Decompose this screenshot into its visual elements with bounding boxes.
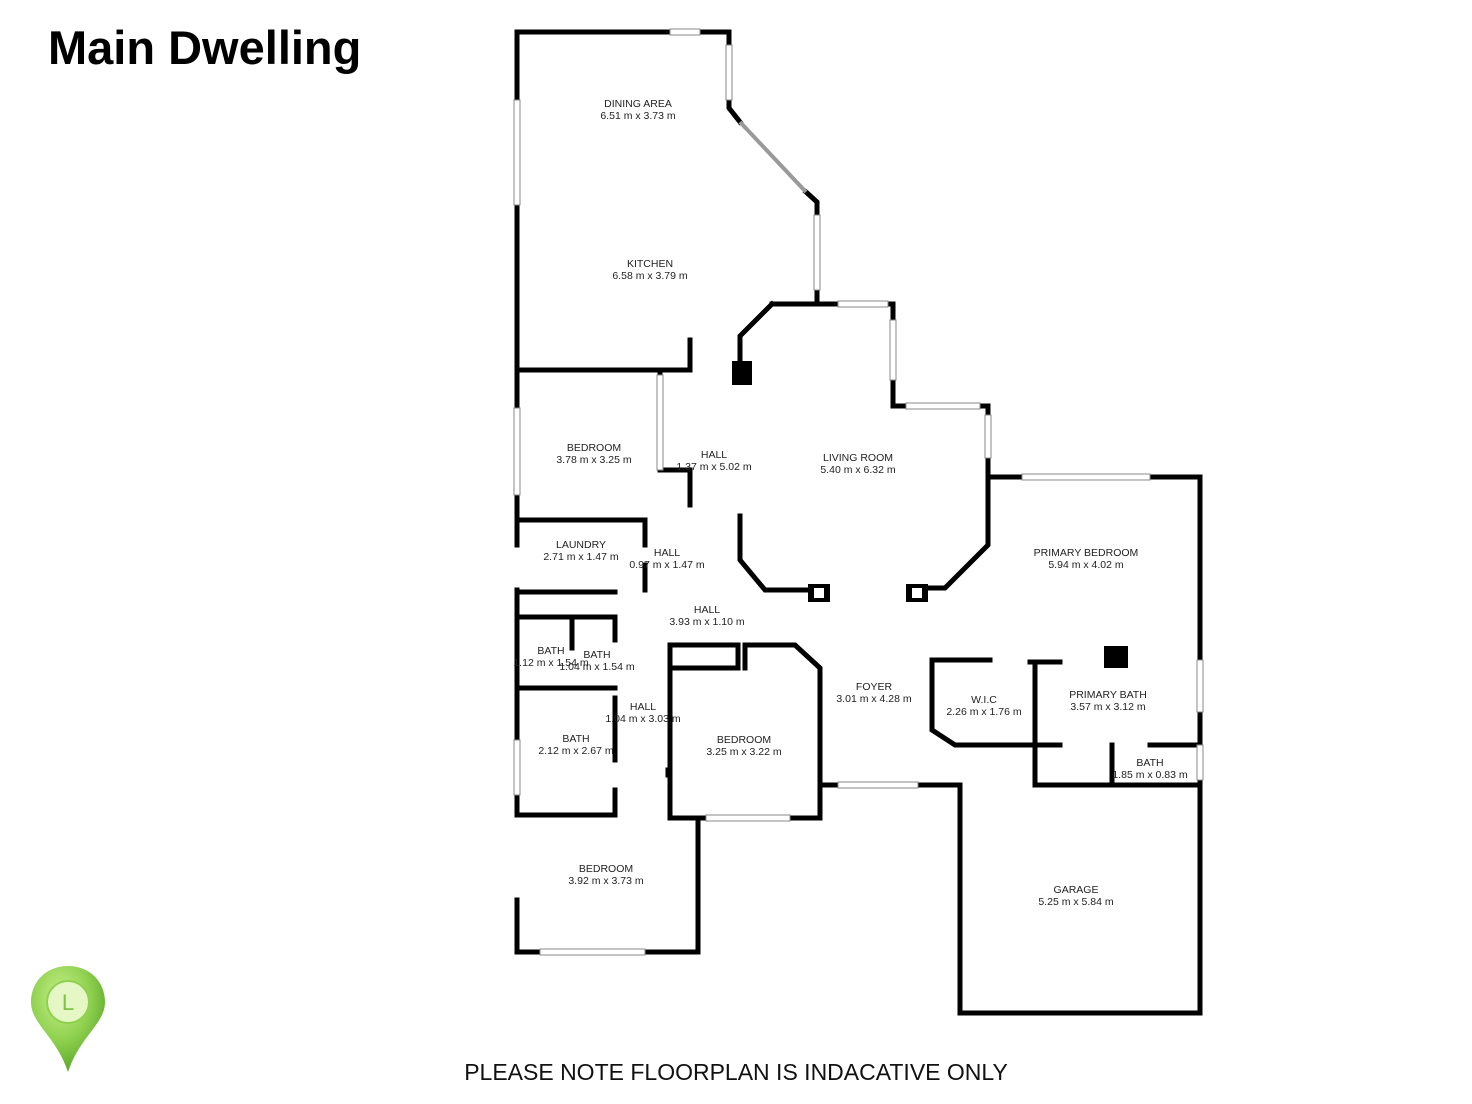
room-name: HALL	[701, 449, 727, 461]
room-name: HALL	[630, 701, 656, 713]
fireplace	[732, 361, 752, 385]
footer-note: PLEASE NOTE FLOORPLAN IS INDACATIVE ONLY	[464, 1059, 1008, 1085]
room-dims: 5.94 m x 4.02 m	[1048, 559, 1124, 571]
room-name: LAUNDRY	[556, 539, 606, 551]
room-dims: 6.51 m x 3.73 m	[600, 110, 676, 122]
room-name: HALL	[654, 547, 680, 559]
room-name: PRIMARY BATH	[1069, 689, 1147, 701]
room-dims: 1.04 m x 3.03 m	[605, 713, 681, 725]
room-name: BEDROOM	[717, 734, 771, 746]
room-name: GARAGE	[1054, 884, 1099, 896]
room-name: BATH	[537, 645, 564, 657]
room-dims: 0.97 m x 1.47 m	[629, 559, 705, 571]
room-dims: 5.25 m x 5.84 m	[1038, 896, 1114, 908]
room-name: PRIMARY BEDROOM	[1034, 547, 1139, 559]
room-dims: 3.78 m x 3.25 m	[556, 454, 632, 466]
room-name: BATH	[562, 733, 589, 745]
room-label: W.I.C2.26 m x 1.76 m	[946, 694, 1022, 718]
column	[912, 588, 922, 598]
page-title: Main Dwelling	[48, 21, 362, 74]
room-name: KITCHEN	[627, 258, 673, 270]
room-name: DINING AREA	[604, 98, 672, 110]
room-dims: 3.93 m x 1.10 m	[669, 616, 745, 628]
room-dims: 1.04 m x 1.54 m	[559, 661, 635, 673]
room-name: HALL	[694, 604, 720, 616]
room-dims: 3.92 m x 3.73 m	[568, 875, 644, 887]
room-dims: 2.26 m x 1.76 m	[946, 706, 1022, 718]
room-dims: 3.01 m x 4.28 m	[836, 693, 912, 705]
logo-letter: L	[62, 990, 74, 1015]
room-name: BATH	[583, 649, 610, 661]
room-name: BEDROOM	[579, 863, 633, 875]
room-name: BATH	[1136, 757, 1163, 769]
room-dims: 6.58 m x 3.79 m	[612, 270, 688, 282]
room-dims: 3.57 m x 3.12 m	[1070, 701, 1146, 713]
room-name: W.I.C	[971, 694, 997, 706]
location-pin-icon: L	[31, 966, 105, 1072]
room-name: BEDROOM	[567, 442, 621, 454]
room-name: LIVING ROOM	[823, 452, 893, 464]
room-dims: 2.12 m x 2.67 m	[538, 745, 614, 757]
room-name: FOYER	[856, 681, 893, 693]
room-dims: 1.85 m x 0.83 m	[1112, 769, 1188, 781]
room-dims: 1.12 m x 1.54 m	[513, 657, 589, 669]
room-dims: 3.25 m x 3.22 m	[706, 746, 782, 758]
windows	[513, 28, 1204, 956]
column	[1104, 646, 1128, 668]
column	[814, 588, 824, 598]
room-dims: 2.71 m x 1.47 m	[543, 551, 619, 563]
room-dims: 1.37 m x 5.02 m	[676, 461, 752, 473]
room-dims: 5.40 m x 6.32 m	[820, 464, 896, 476]
